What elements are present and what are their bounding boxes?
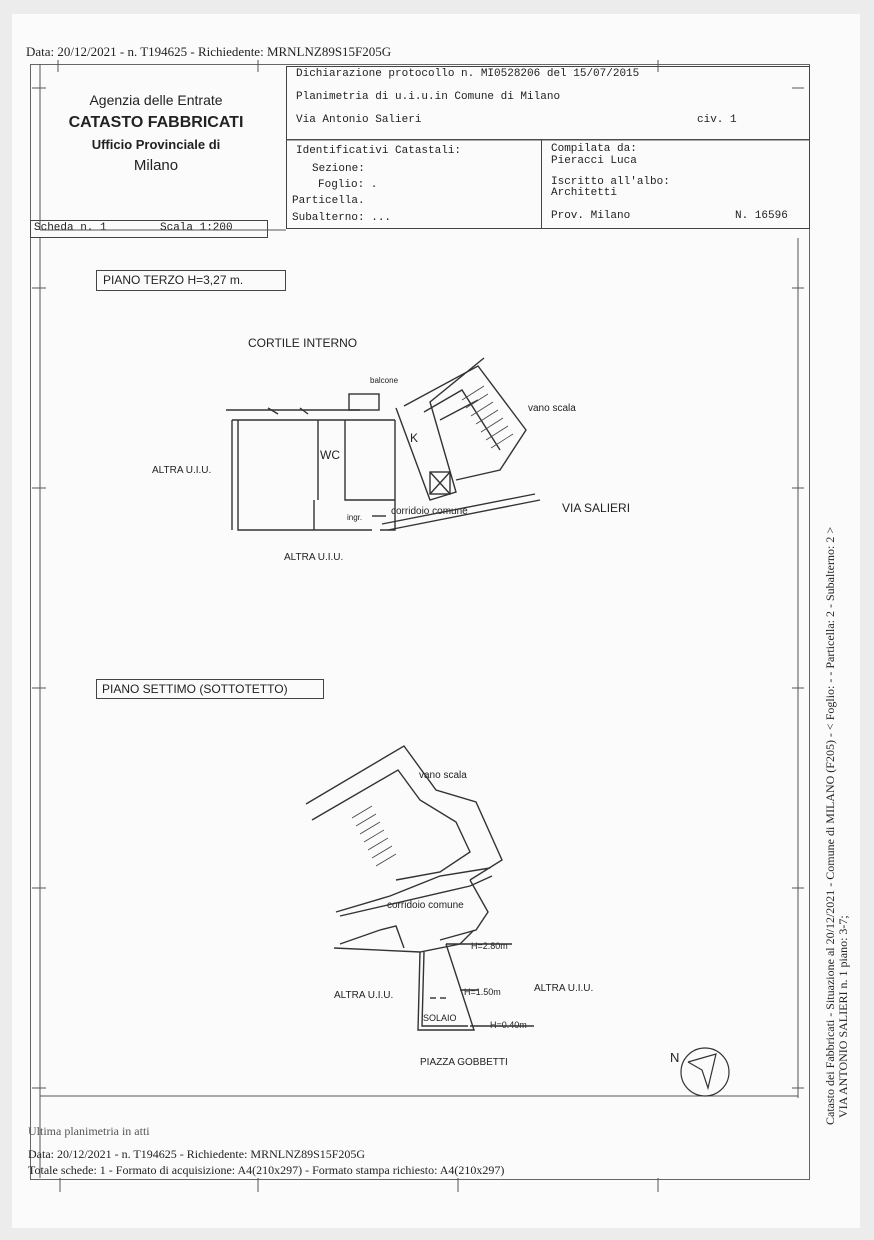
floor7-altra-left: ALTRA U.I.U.	[334, 990, 394, 1001]
floor7-vano-scala-label: vano scala	[419, 770, 467, 781]
ufficio-label: Ufficio Provinciale di	[91, 137, 221, 152]
compiled-heading: Compilata da:	[551, 143, 637, 155]
sezione-label: Sezione:	[312, 163, 365, 175]
albo-value: Architetti	[551, 187, 618, 199]
floor7-title: PIANO SETTIMO (SOTTOTETTO)	[102, 682, 288, 696]
floor3-corridoio-label: corridoio comune	[391, 506, 468, 517]
foglio-label: Foglio: .	[318, 179, 378, 191]
height-040-label: H=0.40m	[490, 1020, 527, 1030]
floor3-vano-scala-label: vano scala	[528, 403, 576, 414]
agency-name: Agenzia delle Entrate	[89, 92, 223, 108]
outer-frame	[30, 64, 810, 1180]
scheda-number: Scheda n. 1	[34, 222, 107, 234]
particella-label: Particella.	[292, 195, 365, 207]
header-request-line: Data: 20/12/2021 - n. T194625 - Richiede…	[26, 44, 392, 59]
floor3-stairs	[461, 385, 514, 449]
via-salieri-label: VIA SALIERI	[562, 501, 631, 515]
height-150-label: H=1.50m	[464, 987, 501, 997]
solaio-label: SOLAIO	[423, 1013, 457, 1023]
civ-number: civ. 1	[697, 114, 737, 126]
footer-totale: Totale schede: 1 - Formato di acquisizio…	[28, 1163, 505, 1177]
north-arrow-icon	[680, 1047, 730, 1097]
floor7-stairs	[351, 805, 397, 867]
height-280-label: H=2.80m	[471, 941, 508, 951]
scheda-box	[30, 220, 268, 238]
north-label: N	[670, 1050, 680, 1065]
floor3-title: PIANO TERZO H=3,27 m.	[103, 273, 244, 287]
floor3-plan	[226, 357, 541, 531]
scheda-scale: Scala 1:200	[160, 222, 233, 234]
protocol-line: Dichiarazione protocollo n. MI0528206 de…	[296, 68, 640, 80]
compiled-name: Pieracci Luca	[551, 155, 637, 167]
floor7-altra-right: ALTRA U.I.U.	[534, 983, 594, 994]
street-line: Via Antonio Salieri	[296, 114, 422, 126]
cortile-label: CORTILE INTERNO	[248, 336, 358, 350]
albo-label: Iscritto all'albo:	[551, 176, 670, 188]
prov-label: Prov. Milano	[551, 210, 631, 222]
piazza-label: PIAZZA GOBBETTI	[420, 1057, 508, 1068]
floor3-title-box	[96, 270, 286, 291]
footer-data: Data: 20/12/2021 - n. T194625 - Richiede…	[28, 1147, 366, 1161]
floor7-plan	[305, 745, 534, 1031]
ingresso-label: ingr.	[347, 513, 363, 522]
floor7-corridoio-label: corridoio comune	[387, 900, 464, 911]
balcone-label: balcone	[370, 376, 399, 385]
floor3-altra-bottom: ALTRA U.I.U.	[284, 552, 344, 563]
floor7-title-box	[96, 679, 324, 699]
floor3-altra-left: ALTRA U.I.U.	[152, 465, 212, 476]
planimetry-line: Planimetria di u.i.u.in Comune di Milano	[296, 91, 561, 103]
kitchen-label: K	[410, 431, 419, 445]
wc-label: WC	[320, 448, 340, 462]
footer-ultima: Ultima planimetria in atti	[28, 1124, 150, 1138]
albo-number: N. 16596	[735, 210, 788, 222]
ufficio-city: Milano	[133, 157, 179, 174]
subalterno-label: Subalterno: ...	[292, 212, 392, 224]
identifiers-heading: Identificativi Catastali:	[296, 145, 462, 157]
catasto-title: CATASTO FABBRICATI	[68, 114, 244, 131]
